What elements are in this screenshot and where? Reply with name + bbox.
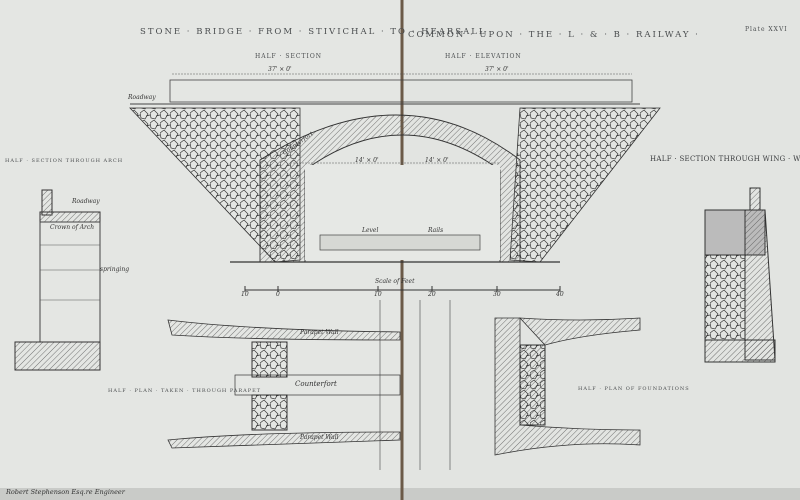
bridge-elevation — [129, 73, 661, 263]
level-label: Level — [362, 227, 379, 234]
width-left: 37' × 0' — [268, 66, 292, 73]
scale-tick: 30 — [493, 291, 501, 298]
parapet-wall-top-label: Parapet Wall — [300, 329, 339, 336]
scale-tick: 20 — [428, 291, 436, 298]
crown-of-arch-label: Crown of Arch — [50, 224, 95, 231]
wing-wall-section — [704, 187, 776, 363]
span-right: 14' × 0' — [425, 157, 449, 164]
roadway-label: Roadway — [128, 94, 156, 101]
parapet-wall-bottom-label: Parapet Wall — [300, 434, 339, 441]
half-section-label: HALF · SECTION — [255, 53, 323, 60]
scale-bar — [244, 286, 561, 292]
side-roadway-label: Roadway — [72, 198, 100, 205]
wing-wall-section-label: HALF · SECTION THROUGH WING · WALL — [650, 155, 800, 163]
scale-tick: 10 — [374, 291, 382, 298]
title-left: STONE · BRIDGE · FROM · STIVICHAL · TO ·… — [140, 27, 487, 37]
signature: Robert Stephenson Esq.re Engineer — [6, 488, 125, 496]
width-right: 37' × 0' — [485, 66, 509, 73]
arch-section-label: HALF · SECTION THROUGH ARCH — [5, 158, 124, 164]
plan-counterfort-label: Counterfort — [295, 380, 337, 388]
scale-tick: 10 — [241, 291, 249, 298]
bridge-plan — [167, 300, 641, 470]
plate-number: Plate XXVI — [745, 26, 788, 33]
arch-section — [14, 189, 101, 371]
half-elevation-label: HALF · ELEVATION — [445, 53, 522, 60]
rails-label: Rails — [428, 227, 444, 234]
scale-label: Scale of Feet — [375, 278, 415, 285]
scale-tick: 0 — [276, 291, 280, 298]
parapet-plan-label: HALF · PLAN · TAKEN · THROUGH PARAPET — [108, 388, 262, 394]
span-left: 14' × 0' — [355, 157, 379, 164]
foundations-plan-label: HALF · PLAN OF FOUNDATIONS — [578, 386, 690, 392]
springing-label: springing — [100, 266, 130, 273]
scale-tick: 40 — [556, 291, 564, 298]
title-right: COMMON · UPON · THE · L · & · B · RAILWA… — [408, 30, 700, 40]
